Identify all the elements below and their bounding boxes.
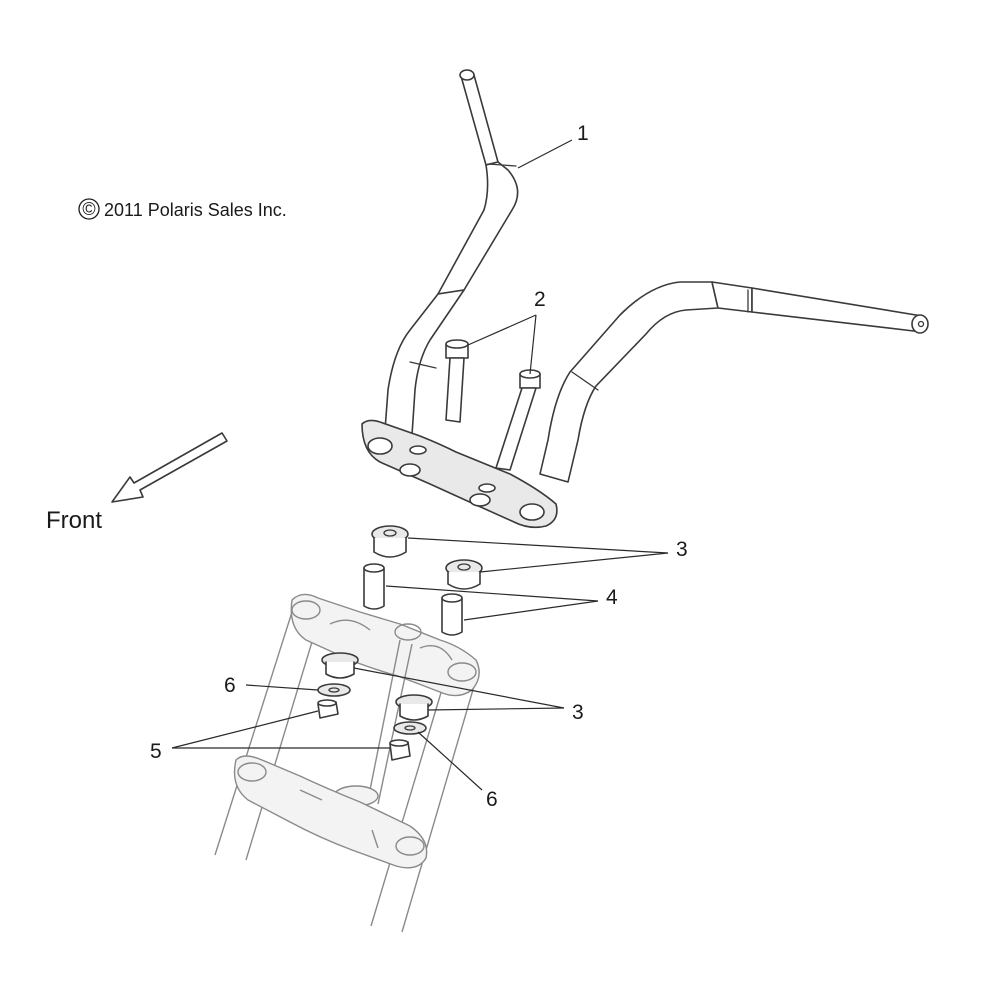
nut-left	[317, 699, 339, 719]
spacer-right	[441, 593, 463, 636]
copyright-circle-icon	[78, 198, 100, 220]
copyright-notice: © 2011 Polaris Sales Inc.	[78, 198, 287, 220]
callout-5: 5	[150, 740, 162, 763]
copyright-text: 2011 Polaris Sales Inc.	[104, 200, 287, 220]
callout-3-upper: 3	[676, 538, 688, 561]
callout-3-lower: 3	[572, 701, 584, 724]
copyright-symbol: ©	[82, 199, 95, 219]
callout-6-right: 6	[486, 788, 498, 811]
bolt-left	[445, 339, 469, 423]
callout-6-left: 6	[224, 674, 236, 697]
handlebar-clamp	[361, 419, 558, 529]
handlebar	[384, 69, 929, 483]
front-label: Front	[46, 507, 102, 534]
leader-lines	[171, 139, 669, 791]
fork-assembly	[214, 593, 480, 933]
bushing-lower-right	[395, 694, 433, 721]
washer-left	[317, 683, 351, 697]
bolt-right	[495, 369, 541, 471]
nut-right	[389, 739, 411, 761]
spacer-left	[363, 563, 385, 610]
bushing-lower-left	[321, 652, 359, 679]
front-direction-arrow-icon	[111, 432, 228, 503]
bushing-upper-left	[371, 525, 409, 558]
callout-2: 2	[534, 288, 546, 311]
callout-4: 4	[606, 586, 618, 609]
washer-right	[393, 721, 427, 735]
callout-1: 1	[577, 122, 589, 145]
bushing-upper-right	[445, 559, 483, 590]
